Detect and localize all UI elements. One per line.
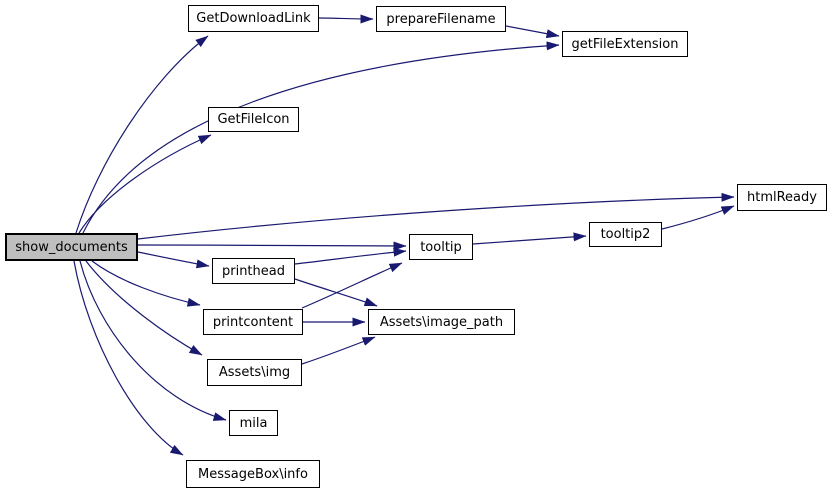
edge-show_documents-GetFileIcon xyxy=(78,134,212,234)
edge-show_documents-Assets-img xyxy=(85,260,203,356)
edge-show_documents-GetDownloadLink xyxy=(75,35,209,234)
node-printhead[interactable]: printhead xyxy=(212,258,295,284)
edge-prepareFilename-getFileExtension xyxy=(505,25,560,39)
edge-show_documents-htmlReady xyxy=(137,192,735,240)
edge-show_documents-mila xyxy=(79,260,227,421)
edge-show_documents-getFileExtension xyxy=(82,41,560,234)
edge-show_documents-tooltip xyxy=(137,241,407,251)
node-html-ready[interactable]: htmlReady xyxy=(737,184,827,211)
node-tooltip[interactable]: tooltip xyxy=(409,234,473,260)
node-messagebox-info[interactable]: MessageBox\info xyxy=(186,460,320,488)
node-get-file-extension[interactable]: getFileExtension xyxy=(562,31,688,57)
edge-printcontent-tooltip xyxy=(301,262,403,309)
edge-show_documents-printhead xyxy=(137,251,210,269)
node-printcontent[interactable]: printcontent xyxy=(203,309,303,335)
node-get-file-icon[interactable]: GetFileIcon xyxy=(208,107,299,132)
edge-tooltip-tooltip2 xyxy=(472,232,587,245)
node-assets-image-path[interactable]: Assets\image_path xyxy=(368,309,515,335)
edge-Assets-img-Assets-image_path xyxy=(301,336,376,365)
node-get-download-link[interactable]: GetDownloadLink xyxy=(188,5,319,32)
node-assets-img[interactable]: Assets\img xyxy=(207,359,302,386)
node-tooltip2[interactable]: tooltip2 xyxy=(589,222,662,247)
edge-printhead-tooltip xyxy=(294,247,407,265)
node-prepare-filename[interactable]: prepareFilename xyxy=(376,6,506,32)
node-mila[interactable]: mila xyxy=(229,410,278,436)
node-show-documents: show_documents xyxy=(5,233,138,261)
edge-show_documents-printcontent xyxy=(91,260,201,307)
edge-show_documents-MessageBox-info xyxy=(73,260,184,456)
edge-GetDownloadLink-prepareFilename xyxy=(318,14,374,24)
edge-tooltip2-htmlReady xyxy=(661,205,735,230)
